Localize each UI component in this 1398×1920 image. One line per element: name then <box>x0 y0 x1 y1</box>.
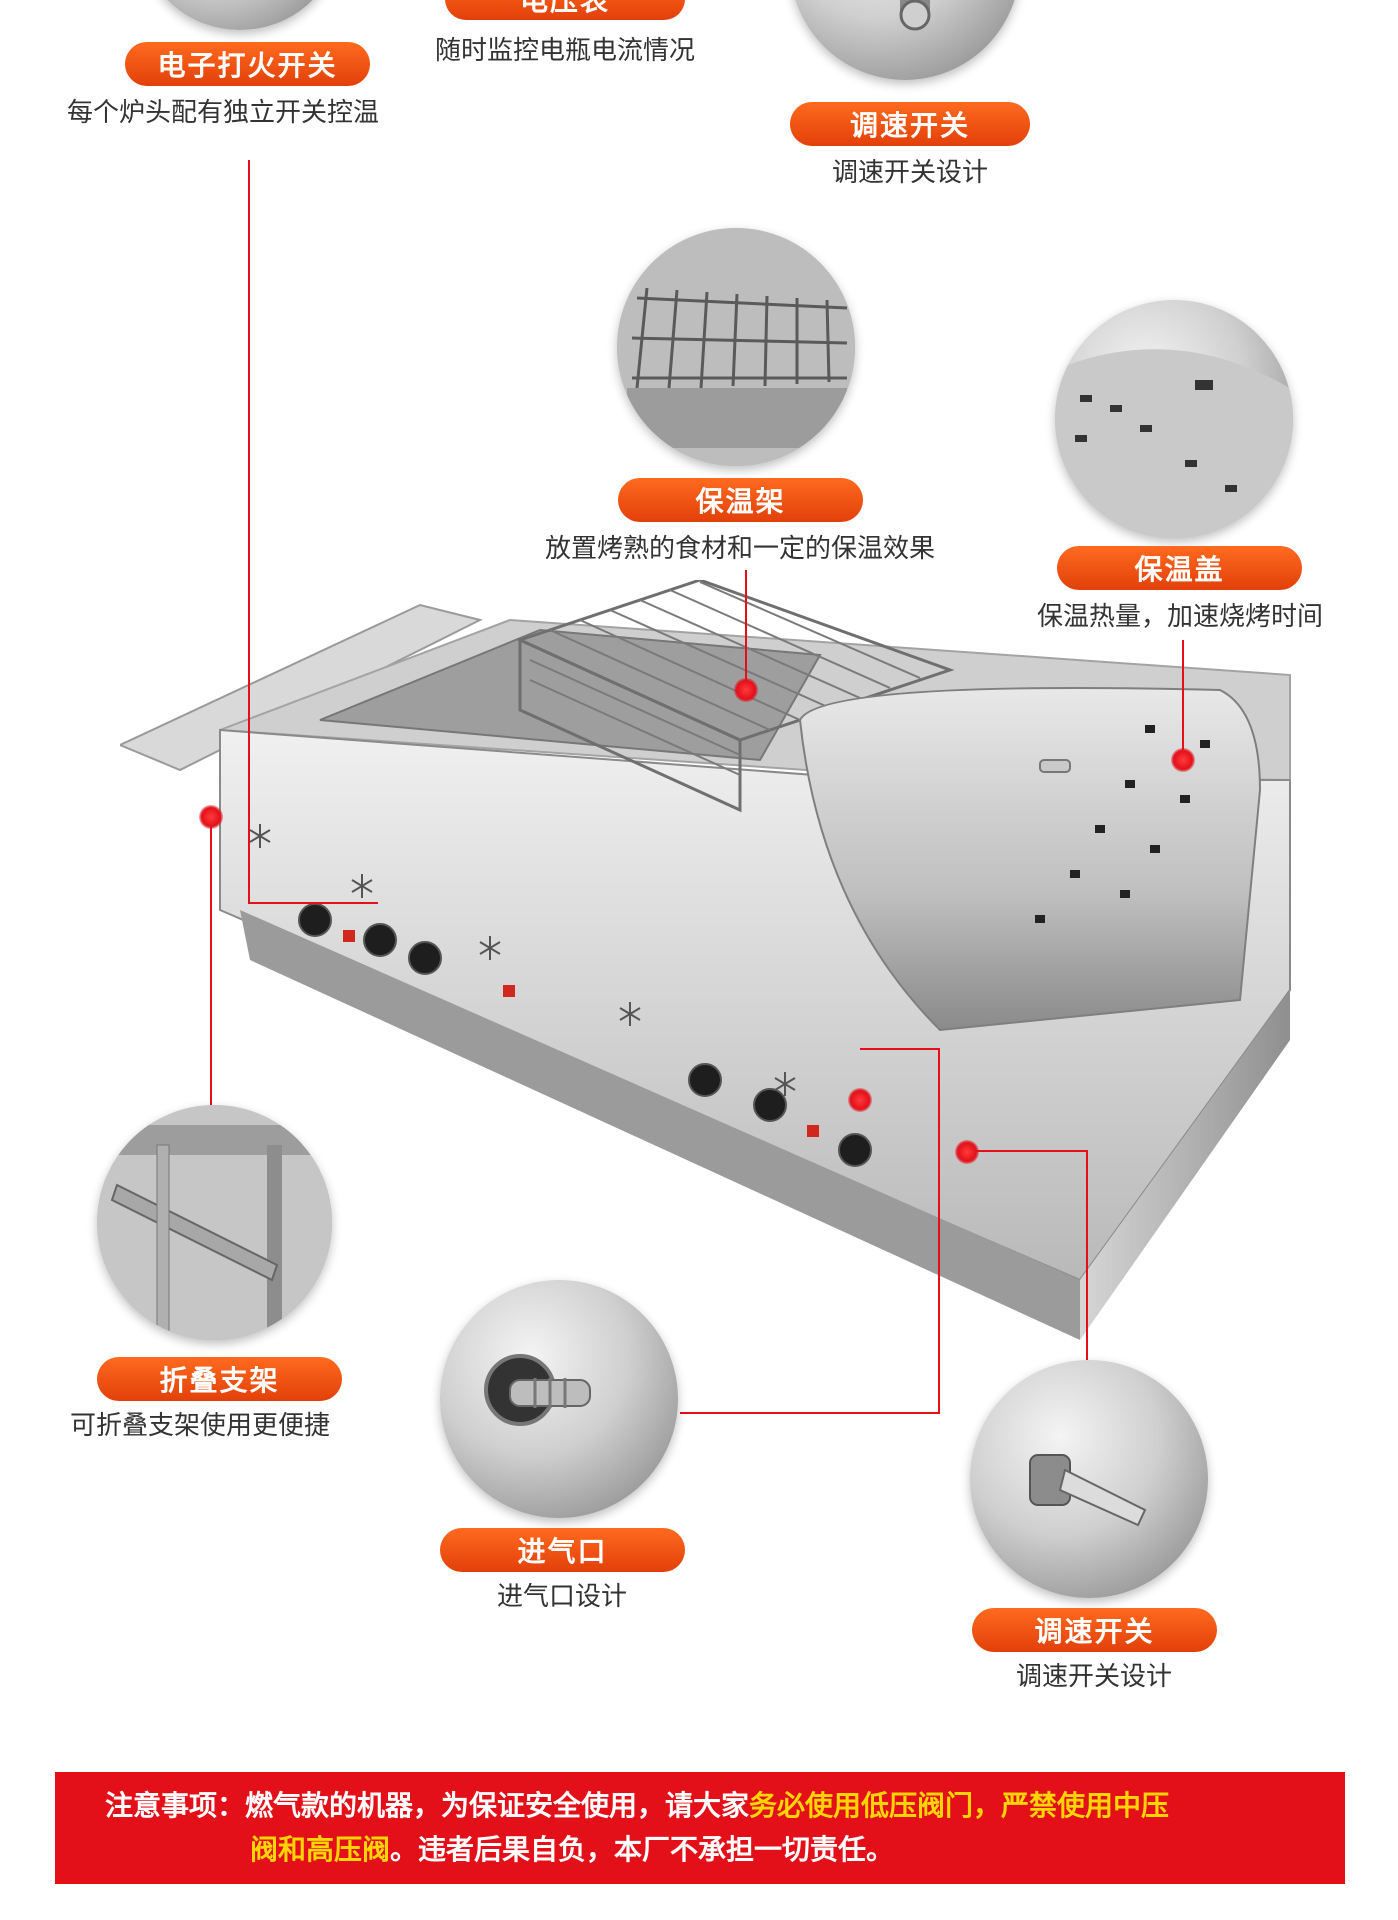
warming-rack-callout-line <box>745 570 747 685</box>
grill-machine-illustration <box>120 580 1291 1340</box>
safety-notice-banner: 注意事项：燃气款的机器，为保证安全使用，请大家务必使用低压阀门，严禁使用中压 阀… <box>55 1772 1345 1884</box>
gas-inlet-callout-line-top <box>860 1048 940 1050</box>
notice-highlight-part2: 阀和高压阀 <box>250 1833 391 1866</box>
gas-inlet-desc: 进气口设计 <box>496 1582 627 1612</box>
ignition-desc: 每个炉头配有独立开关控温 <box>67 98 380 128</box>
folding-bracket-callout-line <box>210 815 212 1105</box>
warming-lid-title: 保温盖 <box>1057 546 1302 590</box>
speed-switch-top-title: 调速开关 <box>790 102 1030 146</box>
warming-lid-desc: 保温热量，加速烧烤时间 <box>1036 602 1323 632</box>
gas-inlet-callout-line-h <box>680 1412 940 1414</box>
speed-switch-top-desc: 调速开关设计 <box>831 158 988 188</box>
folding-bracket-marker <box>199 805 223 829</box>
ignition-photo <box>145 0 335 30</box>
notice-text-part2: 。违者后果自负，本厂不承担一切责任。 <box>390 1833 895 1866</box>
gas-inlet-callout-line-v <box>938 1048 940 1414</box>
warming-rack-desc: 放置烤熟的食材和一定的保温效果 <box>544 534 935 564</box>
notice-second-line: 阀和高压阀。违者后果自负，本厂不承担一切责任。 <box>105 1828 1305 1872</box>
notice-highlight-part1: 务必使用低压阀门，严禁使用中压 <box>749 1789 1170 1822</box>
gas-inlet-title: 进气口 <box>440 1528 685 1572</box>
warming-lid-callout-line <box>1182 640 1184 750</box>
folding-bracket-desc: 可折叠支架使用更便捷 <box>70 1411 331 1441</box>
speed-switch-top-photo <box>790 0 1020 80</box>
folding-bracket-photo <box>97 1105 332 1340</box>
notice-text-part1: 注意事项：燃气款的机器，为保证安全使用，请大家 <box>105 1789 750 1822</box>
ignition-callout-line-h <box>248 902 378 904</box>
ignition-title: 电子打火开关 <box>125 42 370 86</box>
speed-switch-bottom-marker <box>955 1140 979 1164</box>
speed-switch-bottom-photo <box>970 1360 1208 1598</box>
speed-switch-bottom-desc: 调速开关设计 <box>1015 1662 1172 1692</box>
ignition-callout-line-v <box>248 160 250 902</box>
warming-lid-marker <box>1171 748 1195 772</box>
speed-switch-bottom-callout-line-v <box>1086 1150 1088 1360</box>
voltmeter-desc: 随时监控电瓶电流情况 <box>434 36 695 66</box>
warming-rack-title: 保温架 <box>618 478 863 522</box>
speed-switch-bottom-callout-line-h <box>970 1150 1088 1152</box>
voltmeter-title: 电压表 <box>445 0 685 20</box>
warming-lid-photo <box>1055 300 1293 538</box>
warming-rack-marker <box>734 678 758 702</box>
gas-inlet-photo <box>440 1280 678 1518</box>
speed-switch-bottom-title: 调速开关 <box>972 1608 1217 1652</box>
warming-rack-photo <box>617 228 855 466</box>
folding-bracket-title: 折叠支架 <box>97 1357 342 1401</box>
gas-inlet-marker <box>848 1088 872 1112</box>
